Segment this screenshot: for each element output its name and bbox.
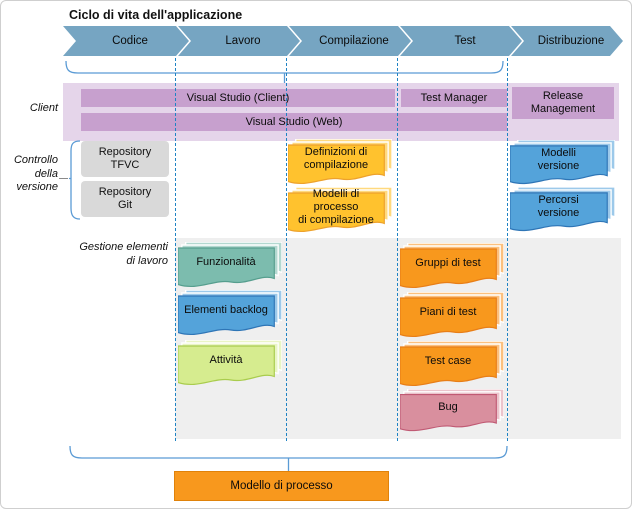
diagram-title: Ciclo di vita dell'applicazione [69,8,243,22]
flag-label: Definizioni di compilazione [303,146,369,171]
bottom-brace [69,445,508,471]
test-plans-flag: Piani di test [400,292,504,338]
bar-label: Visual Studio (Client) [186,91,290,104]
column-guide-compilazione [286,58,287,441]
work-item-row-label: Gestione elementi di lavoro [79,241,168,267]
flag-label: Test case [424,354,472,367]
flag-label: Modelli di processo di compilazione [298,187,374,226]
test-cases-flag: Test case [400,341,504,387]
phase-arrow-lavoro: Lavoro [178,26,300,56]
phase-arrow-codice: Codice [63,26,189,56]
flag-label: Modelli versione [537,146,580,172]
tasks-flag: Attività [178,340,282,386]
phase-label: Distribuzione [537,35,605,47]
release-paths-flag: Percorsi versione [510,187,615,232]
bug-flag: Bug [400,389,504,432]
features-flag: Funzionalità [178,242,282,288]
visual-studio-client-bar: Visual Studio (Client) [81,89,395,107]
column-guide-distribuzione [507,58,508,441]
phase-label: Compilazione [319,35,389,47]
bar-label: Release Management [530,90,596,115]
repository-tfvc-box: Repository TFVC [81,141,169,177]
phase-arrow-distribuzione: Distribuzione [511,26,623,56]
build-definitions-flag: Definizioni di compilazione [288,139,392,185]
phase-arrow-compilazione: Compilazione [289,26,411,56]
bar-label: Visual Studio (Web) [245,115,343,128]
box-label: Repository TFVC [98,146,152,171]
phase-label: Lavoro [225,35,261,47]
build-process-templates-flag: Modelli di processo di compilazione [288,187,392,233]
flag-label: Percorsi versione [537,193,580,219]
visual-studio-web-bar: Visual Studio (Web) [81,113,507,131]
top-brace [65,60,504,83]
flag-label: Bug [438,401,458,413]
backlog-items-flag: Elementi backlog [178,290,282,336]
client-row-label: Client [29,102,58,114]
release-templates-flag: Modelli versione [510,140,615,185]
flag-label: Gruppi di test [415,256,481,269]
flag-label: Funzionalità [196,255,256,268]
process-model-box: Modello di processo [174,471,389,501]
repository-git-box: Repository Git [81,181,169,217]
flag-label: Elementi backlog [184,303,268,316]
bar-label: Test Manager [420,91,488,104]
label-connector-line [59,178,68,179]
phase-label: Codice [112,35,148,47]
phase-arrow-test: Test [400,26,522,56]
version-control-row-label: Controllo della versione [13,154,58,193]
flag-label: Piani di test [419,305,477,318]
release-management-bar: Release Management [512,87,614,119]
client-band: Visual Studio (Client) Test Manager Visu… [63,83,619,141]
test-suites-flag: Gruppi di test [400,243,504,289]
test-manager-bar: Test Manager [401,89,507,107]
version-control-brace [69,140,81,220]
flag-label: Attività [209,353,243,366]
phase-label: Test [454,35,476,47]
column-guide-lavoro [175,58,176,441]
box-label: Repository Git [98,186,152,211]
process-model-label: Modello di processo [230,480,333,492]
column-guide-test [397,58,398,441]
